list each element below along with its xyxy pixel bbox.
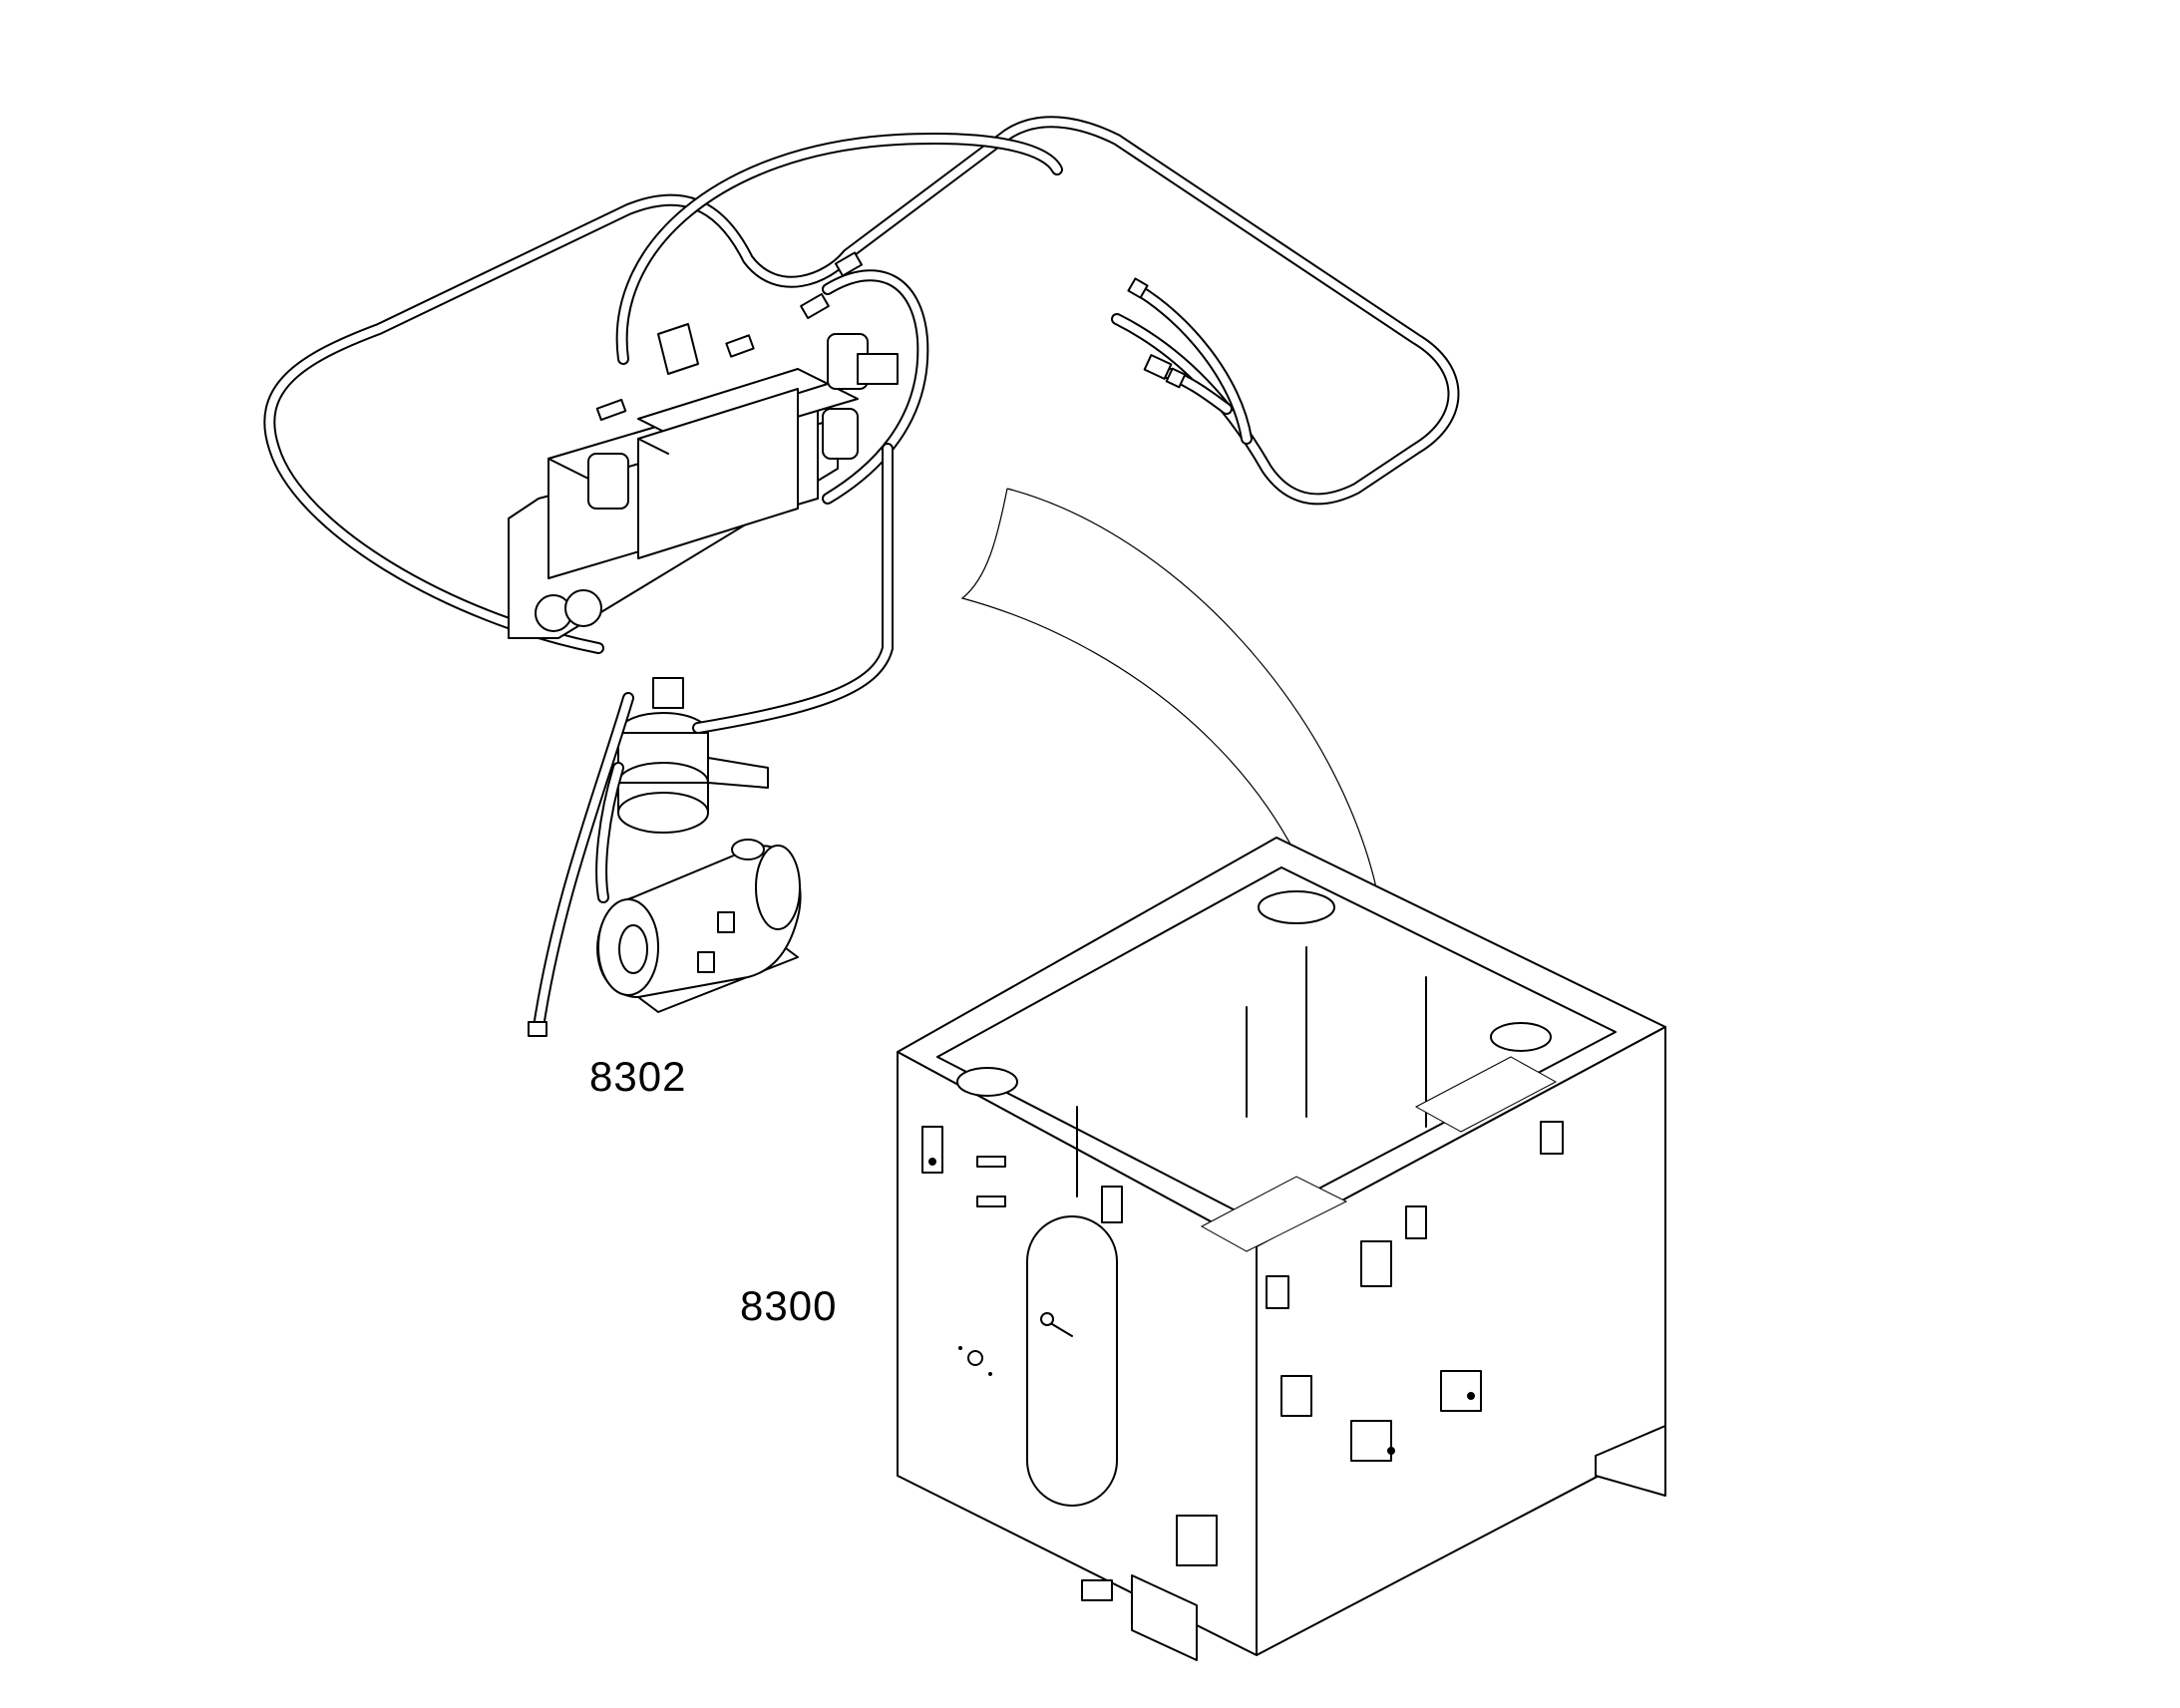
hose-loop-frame xyxy=(263,116,1460,654)
filter-stack xyxy=(617,677,769,834)
drain-hoses xyxy=(528,443,894,1037)
pressure-tank xyxy=(596,839,802,1013)
hose-arc xyxy=(615,133,1063,505)
callout-label-8302: 8302 xyxy=(589,1053,687,1100)
cabinet-assembly xyxy=(897,837,1666,1661)
valve-manifold-assembly xyxy=(508,251,899,639)
loose-hose-pieces xyxy=(1127,277,1253,445)
callout-label-8300: 8300 xyxy=(740,1282,838,1329)
